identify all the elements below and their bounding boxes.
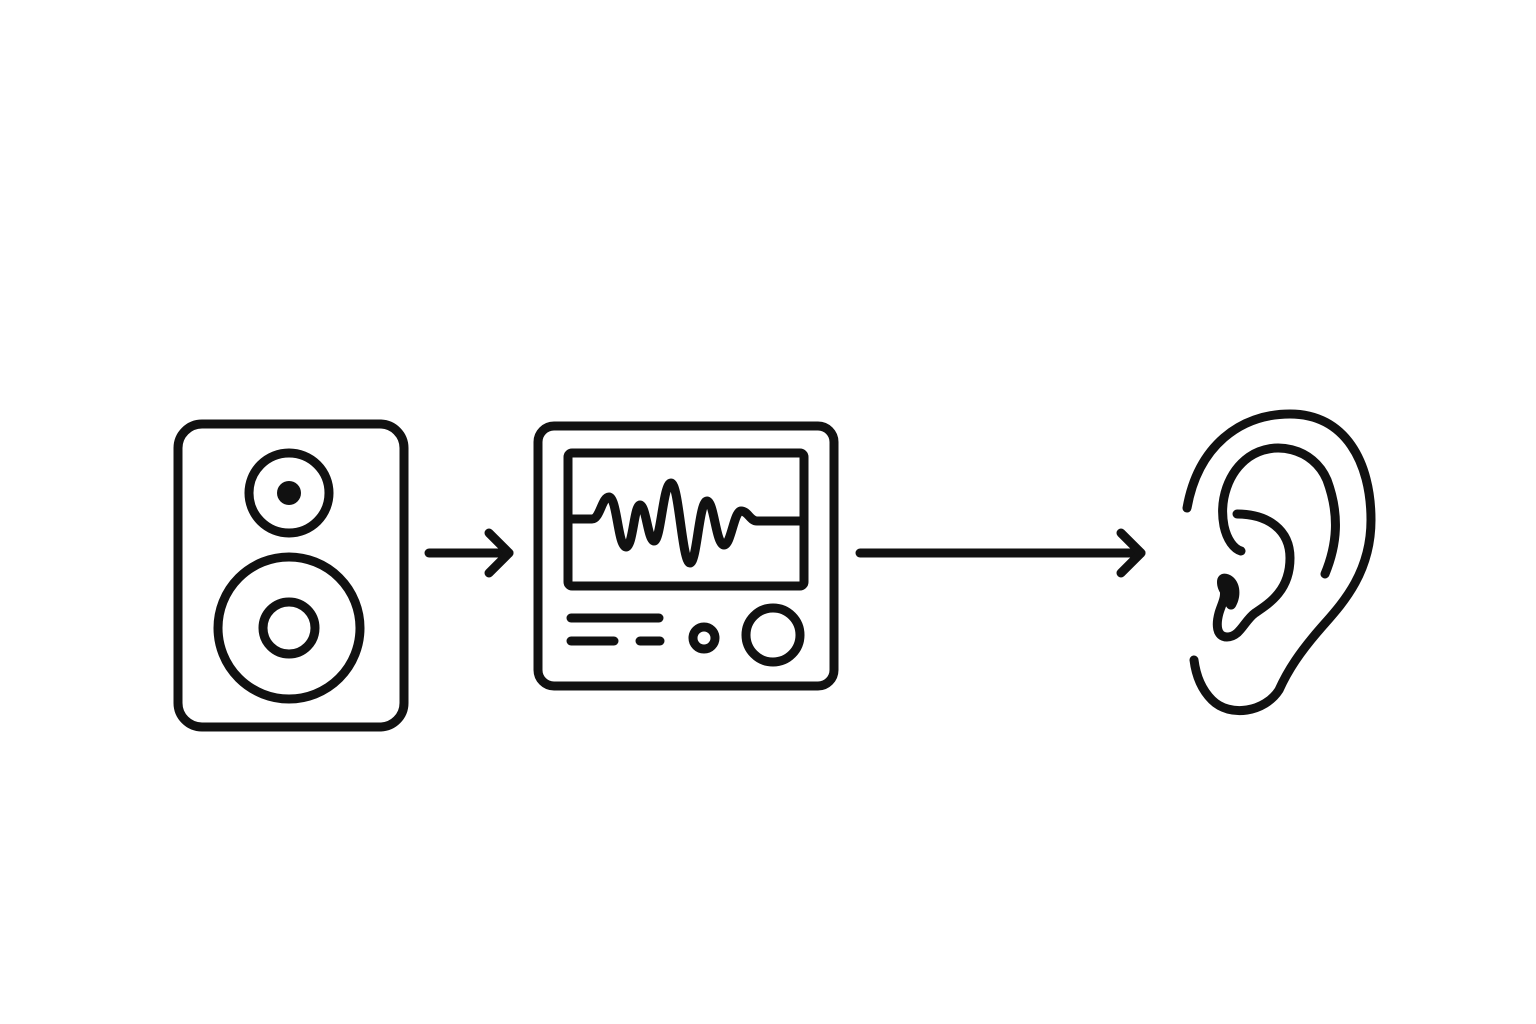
speaker-icon: [173, 419, 409, 732]
ear-icon: [1182, 409, 1376, 716]
arrow-right-icon: [855, 528, 1146, 578]
arrow-right-icon: [424, 528, 514, 578]
audio-device-waveform-icon: [533, 421, 839, 691]
